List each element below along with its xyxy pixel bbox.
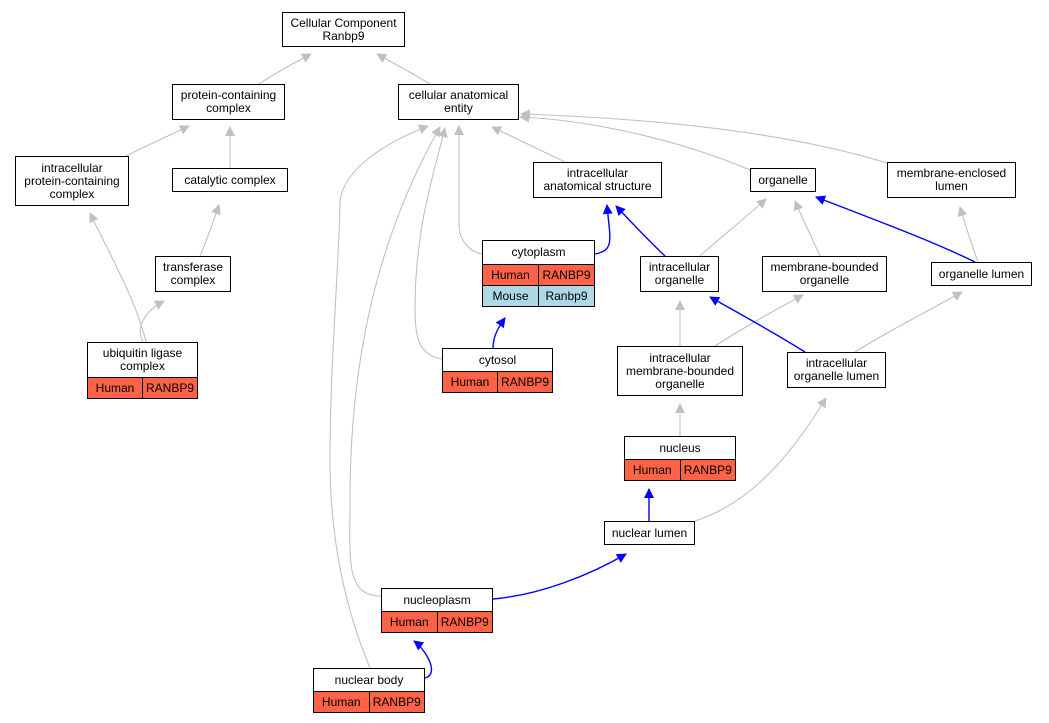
node-label: nucleus <box>659 440 701 455</box>
species-label: Human <box>450 375 490 389</box>
gene-label: RANBP9 <box>497 372 552 392</box>
node-label: nucleoplasm <box>403 592 471 607</box>
edge-organelle-to-cellular-anatomical-entity <box>519 112 751 171</box>
species-label: Human <box>321 695 361 709</box>
edge-intracellular-protein-containing-complex-to-protein-containing-complex <box>125 125 190 157</box>
gene-label: RANBP9 <box>142 378 197 398</box>
node-label: intracellular anatomical structure <box>543 166 652 193</box>
gene-label: RANBP9 <box>368 692 425 712</box>
node-intracellular-organelle-lumen[interactable]: intracellular organelle lumen <box>787 352 886 388</box>
node-label: nuclear body <box>334 672 404 687</box>
node-label: protein-containing complex <box>180 88 277 115</box>
species-label: Human <box>632 463 672 477</box>
species-label: Human <box>389 615 429 629</box>
species-label: Human <box>491 268 530 282</box>
annotation-row-human[interactable]: Human RANBP9 <box>382 611 492 632</box>
edge-nucleoplasm-to-nuclear-lumen <box>492 553 627 600</box>
edge-nuclear-body-to-cellular-anatomical-entity <box>329 124 429 669</box>
gene-label: RANBP9 <box>436 612 493 632</box>
node-label: Cellular Component Ranbp9 <box>290 15 397 43</box>
edge-cytosol-to-cytoplasm <box>492 317 506 349</box>
node-label: intracellular organelle <box>648 260 711 287</box>
edge-transferase-complex-to-catalytic-complex <box>199 204 221 257</box>
node-organelle-lumen[interactable]: organelle lumen <box>931 262 1032 286</box>
node-nuclear-lumen[interactable]: nuclear lumen <box>604 521 695 545</box>
node-label: intracellular protein-containing complex <box>24 160 120 201</box>
node-label: cytoplasm <box>511 245 566 259</box>
annotation-row-human[interactable]: Human RANBP9 <box>483 264 594 285</box>
node-transferase-complex[interactable]: transferase complex <box>155 256 231 292</box>
annotation-row-human[interactable]: Human RANBP9 <box>443 371 552 392</box>
annotation-row-human[interactable]: Human RANBP9 <box>625 459 735 480</box>
edge-membrane-bounded-organelle-to-organelle <box>793 200 821 257</box>
node-label: catalytic complex <box>184 172 276 187</box>
edge-organelle-lumen-to-organelle <box>815 195 976 263</box>
node-label: transferase complex <box>162 260 224 287</box>
node-intracellular-anatomical-structure[interactable]: intracellular anatomical structure <box>533 162 662 198</box>
node-label: organelle lumen <box>938 266 1025 281</box>
node-organelle[interactable]: organelle <box>750 168 816 192</box>
edge-organelle-lumen-to-membrane-enclosed-lumen <box>957 206 979 263</box>
edge-intracellular-organelle-to-organelle <box>699 198 767 257</box>
node-label: organelle <box>758 172 808 187</box>
edge-protein-containing-complex-to-root <box>258 53 312 85</box>
edge-cytoplasm-to-intracellular-anatomical-structure <box>594 204 613 255</box>
node-intracellular-organelle[interactable]: intracellular organelle <box>640 256 719 292</box>
node-label: membrane-enclosed lumen <box>896 166 1007 193</box>
node-label: cytosol <box>478 352 517 367</box>
edge-intracellular-anatomical-structure-to-cellular-anatomical-entity <box>491 126 566 163</box>
node-label: nuclear lumen <box>611 525 688 540</box>
gene-label: Ranbp9 <box>538 286 594 306</box>
species-label: Human <box>95 381 135 395</box>
edge-cellular-anatomical-entity-to-root <box>376 53 431 85</box>
node-membrane-enclosed-lumen[interactable]: membrane-enclosed lumen <box>887 162 1016 198</box>
edge-nucleoplasm-to-cellular-anatomical-entity <box>349 126 441 597</box>
edge-cytosol-to-cellular-anatomical-entity <box>414 127 448 360</box>
annotation-row-human[interactable]: Human RANBP9 <box>314 691 424 712</box>
node-label: membrane-bounded organelle <box>770 260 879 287</box>
gene-label: RANBP9 <box>538 265 594 285</box>
node-label: intracellular membrane-bounded organelle <box>625 350 735 391</box>
edge-nuclear-lumen-to-intracellular-organelle-lumen <box>694 397 827 522</box>
annotation-row-human[interactable]: Human RANBP9 <box>88 377 197 398</box>
node-membrane-bounded-organelle[interactable]: membrane-bounded organelle <box>762 256 887 292</box>
edge-cytoplasm-to-cellular-anatomical-entity <box>454 125 483 255</box>
species-label: Mouse <box>492 289 529 303</box>
edge-intracellular-membrane-bounded-organelle-to-membrane-bounded-organelle <box>714 294 804 347</box>
node-intracellular-protein-containing-complex[interactable]: intracellular protein-containing complex <box>15 156 129 206</box>
node-label: ubiquitin ligase complex <box>102 346 183 373</box>
node-root[interactable]: Cellular Component Ranbp9 <box>282 12 405 47</box>
node-label: intracellular organelle lumen <box>793 356 880 383</box>
edge-nuclear-body-to-nucleoplasm <box>413 640 432 679</box>
edge-intracellular-organelle-lumen-to-organelle-lumen <box>854 291 963 353</box>
edge-ubiquitin-ligase-complex-to-transferase-complex <box>139 300 165 343</box>
gene-label: RANBP9 <box>679 460 736 480</box>
edge-membrane-enclosed-lumen-to-cellular-anatomical-entity <box>520 109 888 164</box>
node-label: cellular anatomical entity <box>408 88 509 115</box>
node-protein-containing-complex[interactable]: protein-containing complex <box>172 84 285 120</box>
node-cellular-anatomical-entity[interactable]: cellular anatomical entity <box>398 84 519 120</box>
node-catalytic-complex[interactable]: catalytic complex <box>172 168 288 192</box>
annotation-row-mouse[interactable]: Mouse Ranbp9 <box>483 285 594 306</box>
edge-intracellular-organelle-lumen-to-intracellular-organelle <box>709 296 806 353</box>
node-intracellular-membrane-bounded-organelle[interactable]: intracellular membrane-bounded organelle <box>617 346 743 396</box>
edge-ubiquitin-ligase-complex-to-intracellular-protein-containing-complex <box>89 212 147 343</box>
edge-intracellular-organelle-to-intracellular-anatomical-structure <box>615 205 666 257</box>
